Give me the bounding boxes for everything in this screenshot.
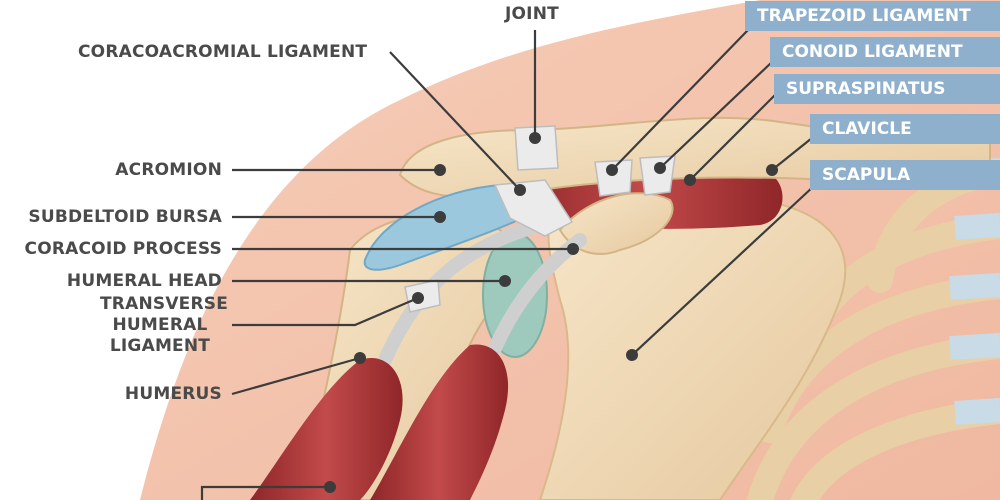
leader-clavicle [771,137,813,171]
leader-bottom-left [200,485,330,500]
dot-supraspinatus [684,174,696,186]
biceps-muscle-right [370,344,509,500]
dot-humerus [354,352,366,364]
label-supraspinatus: SUPRASPINATUS [774,74,1000,104]
label-acromion: ACROMION [115,160,222,180]
leader-conoid [659,61,773,169]
label-coracoid-process: CORACOID PROCESS [24,239,222,259]
biceps-muscle-left [250,358,403,500]
dot-joint [529,132,541,144]
dot-humeral-head [499,275,511,287]
cartilage-3 [949,273,1000,300]
label-transverse-line-1: TRANSVERSE [100,294,229,314]
leader-scapula [631,184,816,356]
leader-humerus [231,356,361,396]
biceps-tendon-short [483,233,587,367]
coracoacromial-ligament-shape [493,179,574,237]
coracoid-shape [558,192,674,255]
label-trapezoid-ligament: TRAPEZOID LIGAMENT [745,1,1000,31]
leader-supraspinatus [689,89,781,181]
biceps-tendons [378,218,587,367]
label-conoid-ligament: CONOID LIGAMENT [770,37,1000,67]
biceps-tendon-long [378,218,547,367]
ligaments [404,125,676,313]
dot-coracoacromial [514,184,526,196]
cartilage-4 [949,333,1000,360]
label-clavicle: CLAVICLE [810,114,1000,144]
leader-transverse [232,296,419,327]
dot-coracoid [567,243,579,255]
dot-clavicle [766,164,778,176]
label-subdeltoid-bursa: SUBDELTOID BURSA [28,207,222,227]
cartilage-2 [954,213,1000,240]
label-humeral-head: HUMERAL HEAD [66,271,222,291]
leader-coracoacromial [389,51,521,191]
label-joint: JOINT [505,4,559,24]
dot-transverse [412,292,424,304]
cartilage-5 [954,398,1000,425]
leader-dots [324,132,778,493]
dot-acromion [434,164,446,176]
leader-trapezoid [611,29,749,171]
dot-scapula [626,349,638,361]
dot-bottom-left [324,481,336,493]
conoid-ligament-shape [639,155,676,196]
label-transverse-line-2: HUMERAL [112,315,208,335]
label-scapula: SCAPULA [810,160,1000,190]
acromioclavicular-joint-ligament [514,125,559,171]
leader-lines [200,29,816,500]
dot-trapezoid [606,164,618,176]
label-humerus: HUMERUS [124,384,222,404]
dot-subdeltoid [434,211,446,223]
dot-conoid [654,162,666,174]
label-coracoacromial-ligament: CORACOACROMIAL LIGAMENT [78,42,368,62]
label-transverse-line-3: LIGAMENT [109,336,211,356]
